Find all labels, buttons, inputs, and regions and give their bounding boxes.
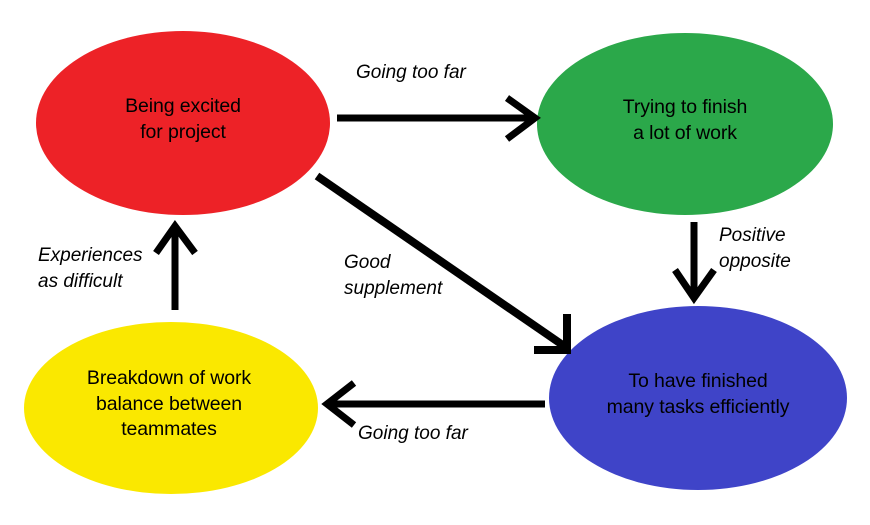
arrow-head bbox=[321, 380, 357, 428]
edge-label-good-supplement: Good supplement bbox=[344, 252, 443, 299]
arrow-finished-to-breakdown bbox=[321, 380, 545, 428]
arrow-head bbox=[504, 95, 541, 142]
node-ellipse-being-excited[interactable] bbox=[36, 31, 330, 215]
arrow-excited-to-finished bbox=[314, 172, 571, 354]
arrow-breakdown-to-excited bbox=[153, 220, 198, 310]
node-ellipse-trying-to-finish[interactable] bbox=[537, 33, 833, 215]
node-ellipse-to-have-finished[interactable] bbox=[549, 306, 847, 490]
node-ellipse-breakdown-of-work[interactable] bbox=[24, 322, 318, 494]
edge-label-going-too-far-top: Going too far bbox=[356, 62, 466, 83]
arrow-head bbox=[153, 220, 198, 256]
arrow-head bbox=[534, 314, 571, 354]
arrow-shaft bbox=[314, 172, 570, 352]
arrow-trying-to-finished bbox=[672, 222, 717, 305]
edge-label-experiences-as-difficult: Experiences as difficult bbox=[38, 245, 143, 292]
edge-label-going-too-far-bottom: Going too far bbox=[358, 423, 468, 444]
edge-label-positive-opposite: Positive opposite bbox=[719, 225, 791, 272]
arrow-excited-to-trying bbox=[337, 95, 541, 142]
arrow-head bbox=[672, 267, 717, 305]
